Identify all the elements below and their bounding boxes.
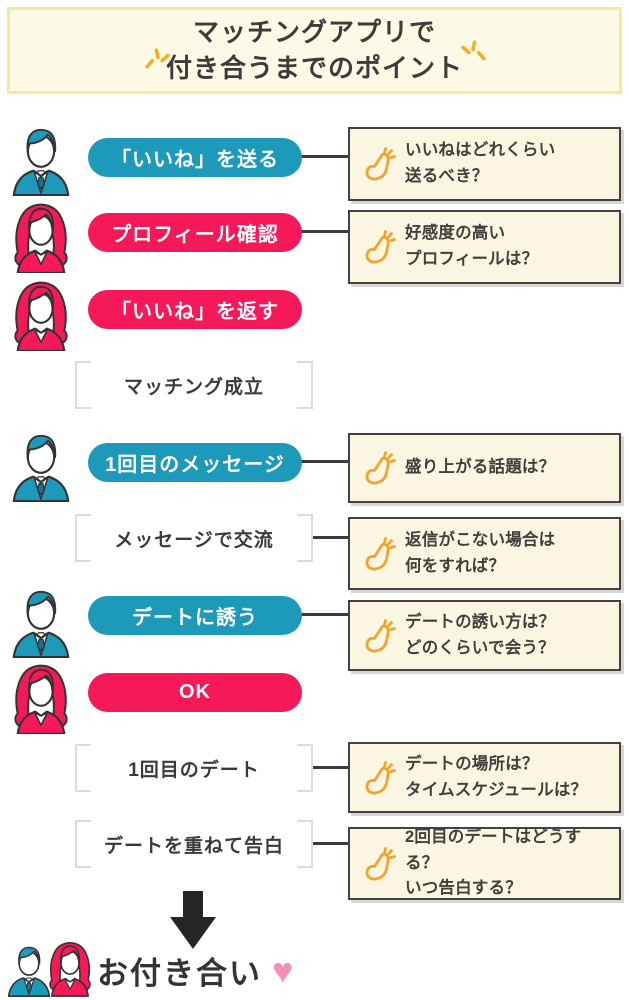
man-avatar-icon: [12, 590, 70, 658]
step-ok: OK: [88, 673, 302, 712]
result-label: お付き合い ♥: [97, 948, 295, 993]
step-label: 1回目のデート: [128, 759, 260, 781]
title-line-2: 付き合うまでのポイント: [165, 52, 463, 83]
note-text: デートの誘い方は？ どのくらいで会う？: [405, 612, 556, 657]
note-box: 盛り上がる話題は？: [348, 433, 621, 503]
man-avatar-icon: [12, 434, 70, 502]
woman-avatar-icon: [49, 941, 91, 997]
down-arrow-icon: [170, 891, 216, 949]
step-label: デートに誘う: [132, 607, 258, 629]
woman-avatar-icon: [14, 281, 68, 351]
tap-icon: [365, 451, 396, 485]
note-text: いいねはどれくらい 送るべき？: [405, 141, 556, 185]
step-label: 「いいね」を送る: [111, 149, 279, 171]
step-first-message: 1回目のメッセージ: [88, 443, 302, 482]
note-text: 2回目のデートはどうする？ いつ告白する？: [405, 828, 582, 898]
man-avatar-icon: [12, 128, 70, 196]
step-label: デートを重ねて告白: [103, 835, 284, 857]
step-match-established: マッチング成立: [75, 361, 313, 409]
woman-avatar-icon: [14, 203, 68, 273]
note-box: デートの場所は？ タイムスケジュールは？: [348, 742, 621, 813]
page-title: マッチングアプリで 付き合うまでのポイント: [166, 15, 463, 85]
tap-icon: [365, 846, 396, 880]
step-label: プロフィール確認: [111, 224, 279, 246]
step-ask-date: デートに誘う: [88, 596, 302, 635]
tap-icon: [365, 760, 396, 794]
step-label: OK: [179, 681, 211, 703]
step-label: 1回目のメッセージ: [105, 454, 285, 476]
tap-icon: [365, 230, 396, 264]
step-label: マッチング成立: [123, 376, 264, 398]
step-label: メッセージで交流: [114, 529, 274, 551]
note-box: 2回目のデートはどうする？ いつ告白する？: [348, 827, 621, 900]
step-label: 「いいね」を返す: [111, 301, 279, 323]
note-text: デートの場所は？ タイムスケジュールは？: [405, 754, 588, 799]
sparkle-icon: [461, 40, 486, 61]
note-text: 返信がこない場合は 何をすれば？: [405, 530, 556, 575]
title-box: マッチングアプリで 付き合うまでのポイント: [7, 7, 622, 94]
note-box: 好感度の高い プロフィールは？: [348, 210, 621, 284]
connector-line: [296, 613, 350, 616]
connector-line: [313, 766, 350, 769]
note-text: 盛り上がる話題は？: [405, 458, 556, 477]
step-first-date: 1回目のデート: [75, 744, 313, 792]
step-send-like: 「いいね」を送る: [88, 138, 302, 177]
connector-line: [313, 536, 350, 539]
tap-icon: [365, 536, 396, 570]
woman-avatar-icon: [14, 664, 68, 734]
connector-line: [296, 155, 350, 158]
connector-line: [296, 460, 350, 463]
tap-icon: [365, 147, 396, 181]
sparkle-icon: [145, 48, 170, 69]
connector-line: [313, 842, 350, 845]
note-box: いいねはどれくらい 送るべき？: [348, 127, 621, 201]
step-check-profile: プロフィール確認: [88, 213, 302, 252]
connector-line: [296, 230, 350, 233]
tap-icon: [365, 618, 396, 652]
step-confess: デートを重ねて告白: [75, 820, 313, 868]
step-message-exchange: メッセージで交流: [75, 514, 313, 562]
title-line-1: マッチングアプリで: [192, 17, 436, 48]
step-return-like: 「いいね」を返す: [88, 290, 302, 329]
result-text: お付き合い: [97, 956, 262, 991]
note-box: デートの誘い方は？ どのくらいで会う？: [348, 600, 621, 671]
heart-icon: ♥: [272, 949, 296, 991]
note-text: 好感度の高い プロフィールは？: [405, 224, 539, 268]
note-box: 返信がこない場合は 何をすれば？: [348, 517, 621, 590]
